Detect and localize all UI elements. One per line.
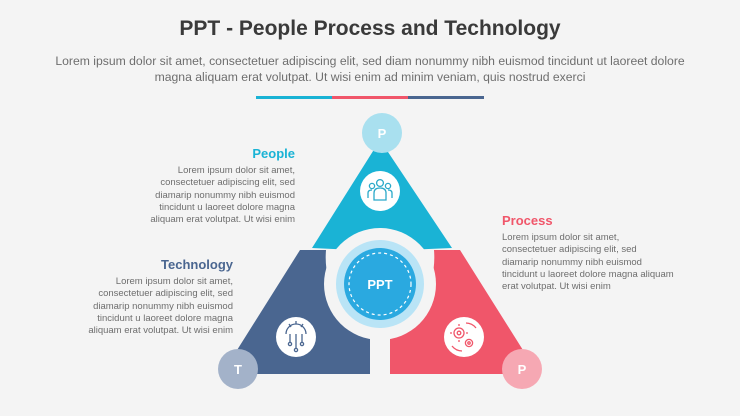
technology-description: Lorem ipsum dolor sit amet, consectetuer… — [88, 276, 233, 337]
process-description: Lorem ipsum dolor sit amet, consectetuer… — [502, 232, 674, 293]
technology-badge: T — [218, 349, 258, 389]
process-title: Process — [502, 213, 553, 228]
people-badge: P — [362, 113, 402, 153]
technology-segment — [222, 250, 370, 374]
people-description: Lorem ipsum dolor sit amet, consectetuer… — [150, 165, 295, 226]
process-badge-letter: P — [518, 362, 527, 377]
process-badge: P — [502, 349, 542, 389]
gears-cycle-icon — [444, 317, 484, 357]
people-badge-letter: P — [378, 126, 387, 141]
center-hub-core — [344, 248, 416, 320]
divider-technology — [408, 96, 484, 99]
technology-badge-letter: T — [234, 362, 242, 377]
technology-title: Technology — [161, 257, 233, 272]
people-title: People — [252, 146, 295, 161]
center-hub-dashed-ring — [348, 252, 412, 316]
divider-process — [332, 96, 408, 99]
center-label: PPT — [367, 277, 392, 292]
process-segment — [390, 250, 538, 374]
divider-people — [256, 96, 332, 99]
page-title: PPT - People Process and Technology — [179, 17, 561, 40]
page-subtitle: Lorem ipsum dolor sit amet, consectetuer… — [55, 54, 685, 84]
people-group-icon — [360, 171, 400, 211]
circuit-gear-icon — [276, 317, 316, 357]
